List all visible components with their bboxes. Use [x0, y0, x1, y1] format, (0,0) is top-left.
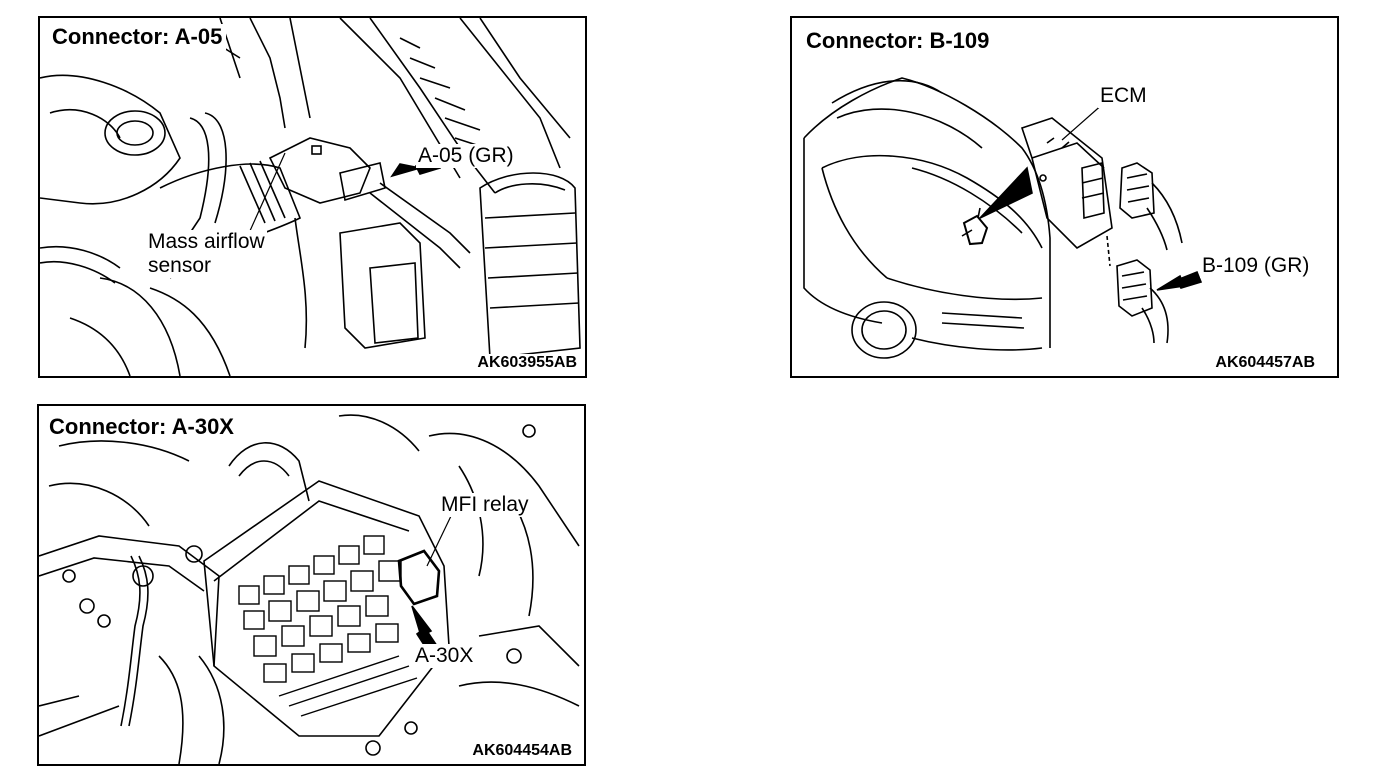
- sensor-label-line2: sensor: [148, 254, 212, 277]
- mfi-relay-label: MFI relay: [439, 493, 531, 517]
- ecm-label: ECM: [1098, 84, 1149, 108]
- figure-code: AK604454AB: [470, 742, 574, 760]
- figure-code: AK603955AB: [475, 354, 579, 372]
- mass-airflow-sensor-label: Mass airflow sensor: [146, 230, 267, 278]
- connector-label-a05: A-05 (GR): [416, 144, 516, 168]
- panel-connector-a05: Connector: A-05 A-05 (GR) Mass airflow s…: [38, 16, 587, 378]
- sensor-label-line1: Mass airflow: [148, 230, 265, 253]
- panel-connector-b109: Connector: B-109 ECM B-109 (GR) AK604457…: [790, 16, 1339, 378]
- engine-bay-illustration-a05: [40, 18, 581, 376]
- connector-label-b109: B-109 (GR): [1200, 254, 1312, 278]
- panel-title: Connector: A-30X: [45, 414, 238, 440]
- figure-code: AK604457AB: [1213, 354, 1317, 372]
- panel-title: Connector: B-109: [802, 28, 994, 54]
- panel-connector-a30x: Connector: A-30X MFI relay A-30X AK60445…: [37, 404, 586, 766]
- car-ecm-illustration-b109: [803, 77, 1203, 359]
- relay-box-illustration-a30x: [39, 414, 580, 764]
- connector-label-a30x: A-30X: [413, 644, 476, 668]
- panel-title: Connector: A-05: [48, 24, 227, 50]
